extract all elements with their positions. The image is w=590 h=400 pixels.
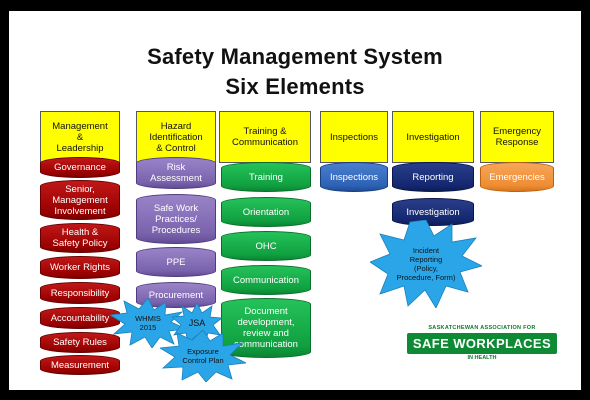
item-accountability: Accountability <box>40 307 120 329</box>
header-inspections: Inspections <box>320 111 388 163</box>
item-governance: Governance <box>40 157 120 178</box>
item-risk-assessment: Risk Assessment <box>136 157 216 189</box>
item-inspections: Inspections <box>320 162 388 192</box>
association-logo: SASKATCHEWAN ASSOCIATION FOR SAFE WORKPL… <box>402 325 562 371</box>
header-management: Management & Leadership <box>40 111 120 163</box>
slide-canvas: Safety Management System Six Elements Ma… <box>12 14 578 387</box>
page-title: Safety Management System <box>147 44 443 69</box>
incident-callout: Incident Reporting (Policy, Procedure, F… <box>396 246 456 282</box>
jsa-callout: JSA <box>188 317 206 328</box>
logo-top-text: SASKATCHEWAN ASSOCIATION FOR <box>428 325 536 331</box>
item-ppe: PPE <box>136 247 216 277</box>
header-investigation: Investigation <box>392 111 474 163</box>
starburst-icon <box>110 298 186 348</box>
item-safety-rules: Safety Rules <box>40 332 120 353</box>
item-training: Training <box>221 162 311 192</box>
exposure-callout: Exposure Control Plan <box>182 347 224 365</box>
item-investigation: Investigation <box>392 198 474 226</box>
incident-starburst: Incident Reporting (Policy, Procedure, F… <box>370 220 482 308</box>
starburst-icon <box>370 220 482 308</box>
logo-main-text: SAFE WORKPLACES <box>407 333 557 354</box>
whmis-starburst: WHMIS 2015 <box>110 298 186 348</box>
header-training: Training & Communication <box>219 111 311 163</box>
logo-bottom-text: IN HEALTH <box>467 355 497 361</box>
item-emergencies: Emergencies <box>480 162 554 192</box>
item-communication: Communication <box>221 265 311 295</box>
header-hazard: Hazard Identification & Control <box>136 111 216 163</box>
item-safe-work-practices: Safe Work Practices/ Procedures <box>136 194 216 244</box>
item-health-safety-policy: Health & Safety Policy <box>40 223 120 253</box>
whmis-callout: WHMIS 2015 <box>135 314 161 332</box>
item-responsibility: Responsibility <box>40 282 120 304</box>
exposure-starburst: Exposure Control Plan <box>160 330 246 382</box>
item-senior-management: Senior, Management Involvement <box>40 180 120 220</box>
item-worker-rights: Worker Rights <box>40 256 120 279</box>
header-emergency: Emergency Response <box>480 111 554 163</box>
item-measurement: Measurement <box>40 355 120 375</box>
starburst-icon <box>160 330 246 382</box>
page-subtitle: Six Elements <box>225 74 365 99</box>
item-orientation: Orientation <box>221 197 311 227</box>
item-ohc: OHC <box>221 231 311 261</box>
item-reporting: Reporting <box>392 162 474 192</box>
